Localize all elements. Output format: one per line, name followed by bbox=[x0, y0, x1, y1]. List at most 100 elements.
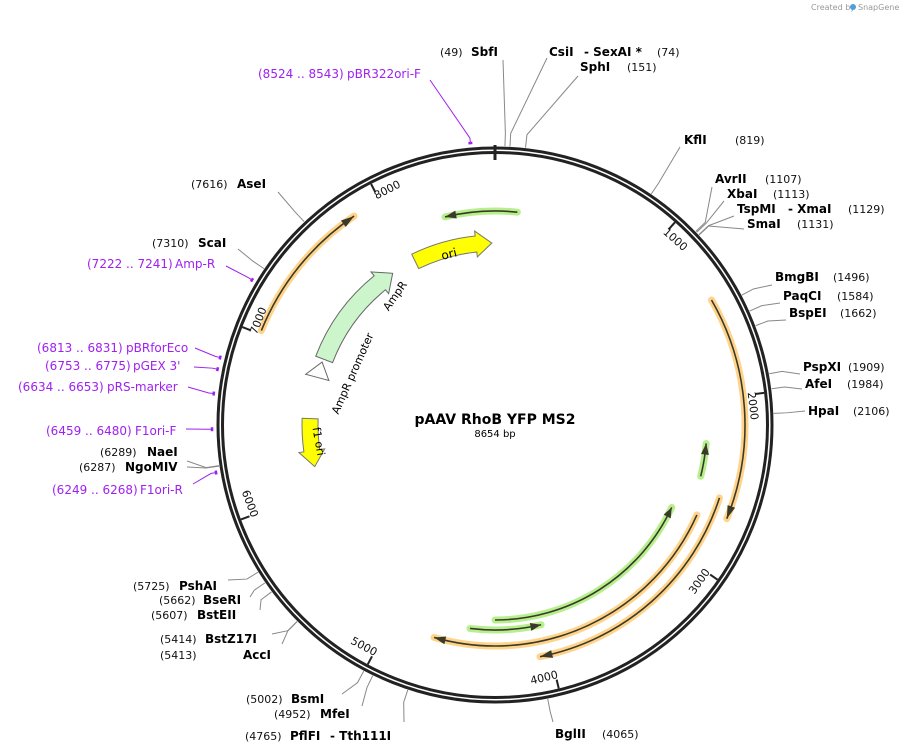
enzyme-site-bsmi[interactable]: (5002)BsmI bbox=[246, 670, 365, 706]
feature-arrowhead-icon bbox=[700, 443, 709, 456]
enzyme-site-xbai[interactable]: (1113)XbaI bbox=[696, 187, 810, 233]
enzyme-position: (1496) bbox=[833, 271, 870, 284]
enzyme-position: (1662) bbox=[840, 307, 877, 320]
primer-name: F1ori-F bbox=[135, 424, 176, 438]
enzyme-site-pflfi[interactable]: (4765) PflFI - Tth111I bbox=[245, 689, 409, 743]
enzyme-name: KflI bbox=[684, 133, 707, 147]
primer-connector bbox=[194, 347, 220, 358]
enzyme-site-bstz17i[interactable]: (5414)BstZ17I bbox=[160, 621, 298, 646]
primer-pgex-3-[interactable]: (6753 .. 6775)pGEX 3' bbox=[45, 359, 220, 373]
enzyme-position: (1909) bbox=[848, 361, 885, 374]
enzyme-site-avrii[interactable]: (1107)AvrII bbox=[695, 172, 802, 232]
enzyme-site-paqci[interactable]: (1584)PaqCI bbox=[749, 289, 874, 312]
enzyme-name: PaqCI bbox=[783, 289, 821, 303]
enzyme-site-smai[interactable]: (1131) SmaI bbox=[698, 217, 834, 236]
enzyme-name: MfeI bbox=[320, 707, 350, 721]
enzyme-connector bbox=[249, 582, 266, 598]
enzyme-name: PflFI bbox=[290, 729, 320, 743]
enzyme-position: (1113) bbox=[773, 188, 810, 201]
enzyme-site-bsteii[interactable]: (5607) BstEII bbox=[151, 591, 272, 622]
enzyme-position: (1131) bbox=[797, 218, 834, 231]
enzyme-connector bbox=[237, 248, 265, 270]
primer-connector bbox=[187, 386, 213, 394]
enzyme-site-naei[interactable]: (6289)NaeI bbox=[100, 445, 220, 469]
enzyme-site-mfei[interactable]: (4952)MfeI bbox=[274, 675, 374, 721]
enzyme-connector bbox=[749, 302, 781, 312]
enzyme-site-hpai[interactable]: (2106)HpaI bbox=[773, 404, 890, 418]
enzyme-connector bbox=[755, 319, 787, 327]
enzyme-position: (4765) bbox=[245, 730, 282, 743]
primer-connector bbox=[429, 79, 471, 143]
enzyme-site-afei[interactable]: (1984)AfeI bbox=[771, 377, 884, 391]
enzyme-connector bbox=[771, 386, 803, 390]
enzyme-site-sbfi[interactable]: (49)SbfI bbox=[440, 45, 506, 147]
enzyme-site-pspxi[interactable]: (1909)PspXI bbox=[769, 360, 885, 375]
tick-mark bbox=[668, 221, 676, 230]
enzyme-position: (4065) bbox=[602, 728, 639, 741]
enzyme-site-asei[interactable]: (7616)AseI bbox=[191, 177, 305, 222]
enzyme-position: (5725) bbox=[133, 580, 170, 593]
enzyme-name: BspEI bbox=[789, 306, 827, 320]
enzyme-position: (151) bbox=[627, 61, 657, 74]
enzyme-name: BstEII bbox=[197, 608, 236, 622]
enzyme-name: ScaI bbox=[198, 236, 226, 250]
feature-arrowhead-icon bbox=[540, 650, 554, 658]
enzyme-site-csii[interactable]: (74)CsiI- SexAI * bbox=[509, 45, 680, 147]
enzyme-name: BmgBI bbox=[775, 270, 819, 284]
enzyme-site-bseri[interactable]: (5662)BseRI bbox=[159, 582, 266, 607]
primer-connector bbox=[192, 472, 216, 485]
enzyme-name: TspMI bbox=[737, 202, 776, 216]
primer-amp-r[interactable]: (7222 .. 7241)Amp-R bbox=[87, 257, 255, 283]
enzyme-position: (5607) bbox=[151, 609, 188, 622]
enzyme-connector bbox=[773, 410, 806, 414]
enzyme-site-bmgbi[interactable]: (1496) BmgBI bbox=[741, 270, 870, 296]
primer-f1ori-f[interactable]: (6459 .. 6480)F1ori-F bbox=[46, 424, 214, 438]
tick-mark bbox=[709, 573, 719, 581]
primer-name: pBRforEco bbox=[126, 341, 188, 355]
enzyme-site-scai[interactable]: (7310) ScaI bbox=[152, 236, 265, 270]
enzyme-position: (1107) bbox=[765, 173, 802, 186]
enzyme-name: SmaI bbox=[747, 217, 781, 231]
enzyme-connector bbox=[769, 370, 801, 375]
enzyme-connector bbox=[403, 689, 409, 723]
tick-label: 4000 bbox=[529, 668, 559, 687]
orange-feature-arc bbox=[433, 514, 698, 647]
enzyme-site-kfli[interactable]: (819)KflI bbox=[650, 133, 765, 195]
tick-mark bbox=[370, 183, 377, 193]
primer-range: (8524 .. 8543) bbox=[258, 67, 344, 81]
primer-range: (6459 .. 6480) bbox=[46, 424, 132, 438]
snapgene-credit: Created by SnapGene bbox=[811, 3, 899, 12]
orange-feature-arc bbox=[260, 215, 355, 331]
primer-mark bbox=[214, 470, 218, 475]
enzyme-connector bbox=[525, 75, 579, 148]
green-feature-arc bbox=[494, 507, 673, 621]
enzyme-site-tspmi[interactable]: (1129)TspMI- XmaI bbox=[698, 202, 885, 235]
primer-pbr322ori-f[interactable]: (8524 .. 8543)pBR322ori-F bbox=[258, 67, 473, 145]
primer-f1ori-r[interactable]: (6249 .. 6268)F1ori-R bbox=[52, 470, 218, 497]
enzyme-name: AseI bbox=[237, 177, 266, 191]
primer-connector bbox=[193, 366, 217, 370]
enzyme-site-bspei[interactable]: (1662) BspEI bbox=[755, 306, 877, 327]
primer-name: pRS-marker bbox=[107, 380, 178, 394]
primer-pbrforeco[interactable]: (6813 .. 6831)pBRforEco bbox=[37, 341, 222, 360]
enzyme-site-ngomiv[interactable]: (6287)NgoMIV bbox=[79, 460, 220, 474]
enzyme-position: (49) bbox=[440, 46, 463, 59]
enzyme-site-bglii[interactable]: (4065)BglII bbox=[547, 698, 639, 741]
enzyme-site-pshai[interactable]: (5725)PshAI bbox=[133, 571, 259, 593]
primer-prs-marker[interactable]: (6634 .. 6653)pRS-marker bbox=[18, 380, 216, 396]
credit-brand: SnapGene bbox=[858, 3, 899, 12]
backbone bbox=[216, 145, 774, 704]
enzyme-name-secondary: - Tth111I bbox=[330, 729, 391, 743]
enzyme-position: (7310) bbox=[152, 237, 189, 250]
tick-mark bbox=[366, 655, 373, 665]
orange-feature-arc bbox=[539, 497, 721, 658]
enzyme-name: BstZ17I bbox=[205, 632, 257, 646]
ampr-feature-arrow bbox=[315, 271, 394, 364]
enzyme-site-sphi[interactable]: (151)SphI bbox=[525, 60, 657, 148]
enzyme-name-secondary: - XmaI bbox=[788, 202, 831, 216]
feature-label: f1 ori bbox=[310, 426, 328, 457]
enzyme-connector bbox=[502, 59, 506, 147]
primer-mark bbox=[215, 366, 220, 372]
enzyme-connector bbox=[277, 191, 305, 222]
feature-arrowhead-icon bbox=[529, 622, 542, 631]
